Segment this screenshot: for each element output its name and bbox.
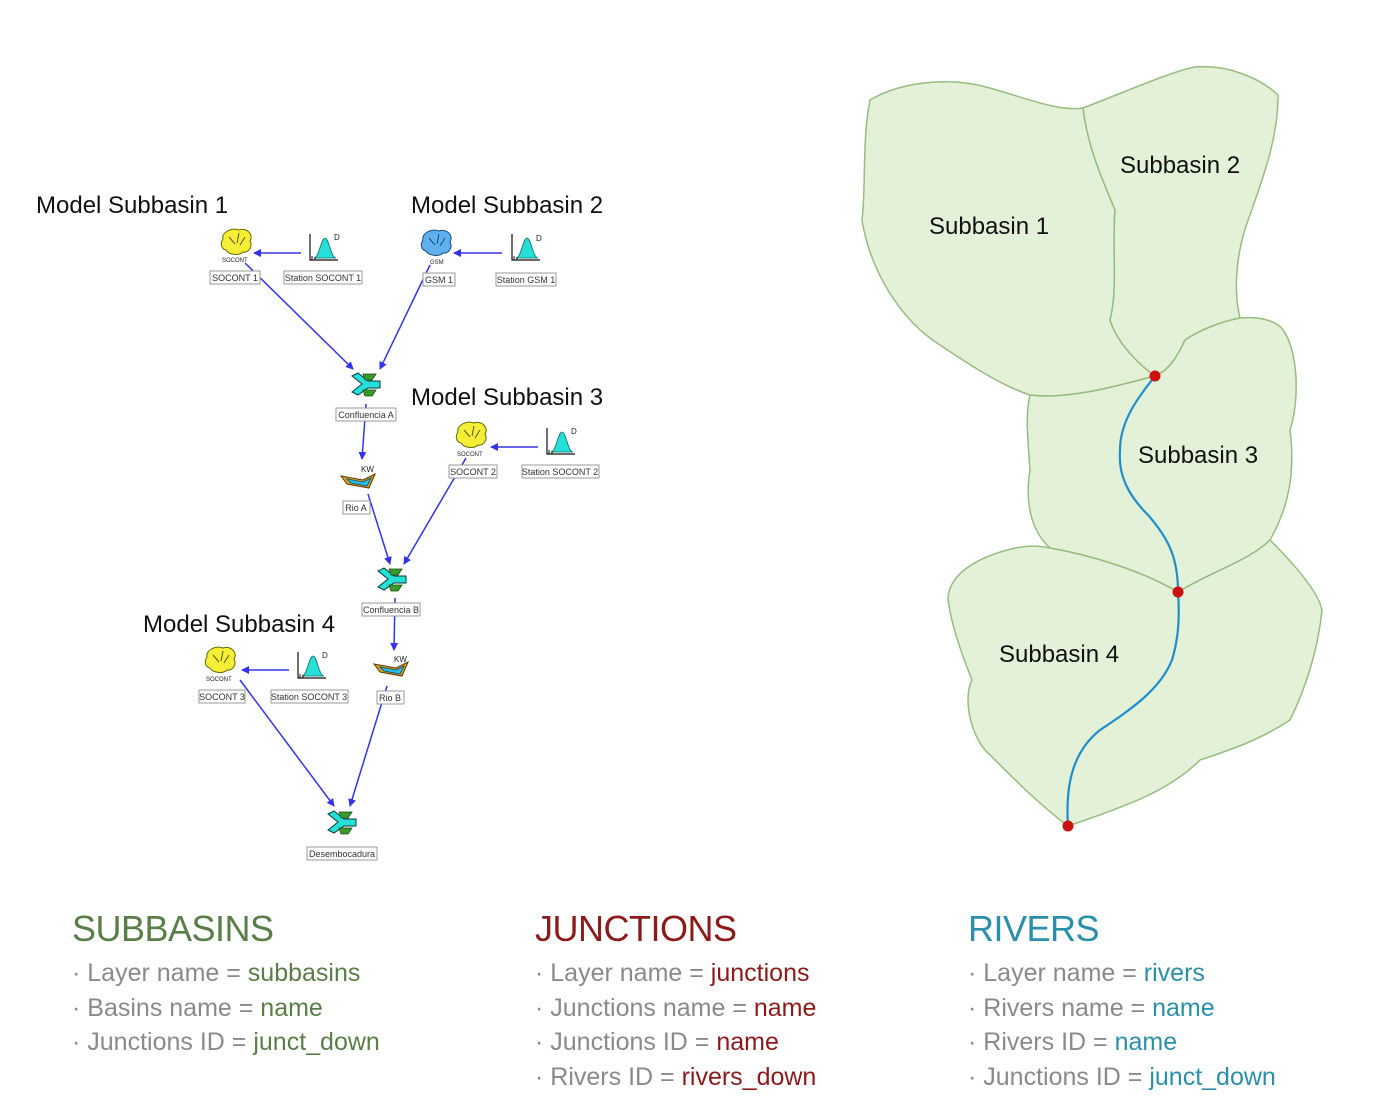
rivers-legend: RIVERS · Layer name = rivers · Rivers na…	[968, 908, 1276, 1094]
river-reach-icon	[373, 661, 409, 677]
kw-label: KW	[394, 655, 407, 664]
legend-key: Junctions ID =	[983, 1062, 1150, 1091]
gsm-1-node[interactable]: GSM GSM 1	[420, 229, 456, 287]
station-socont-3-node[interactable]: D Station SOCONT 3	[270, 651, 349, 704]
legend-row: · Junctions ID = junct_down	[968, 1062, 1276, 1091]
legend-row: · Rivers ID = name	[968, 1028, 1178, 1056]
legend-key: Rivers ID =	[550, 1062, 682, 1091]
junction-point[interactable]	[1062, 820, 1074, 832]
legend-row: · Junctions ID = name	[535, 1028, 779, 1056]
node-label: Confluencia A	[338, 410, 394, 420]
node-label: Station SOCONT 3	[271, 692, 347, 702]
socont-basin-icon	[455, 421, 487, 448]
legend-key: Junctions name =	[550, 993, 754, 1022]
legend-key: Rivers ID =	[983, 1028, 1115, 1056]
node-label: Confluencia B	[363, 605, 419, 615]
legend-key: Rivers name =	[983, 993, 1153, 1022]
subbasin-4-label: Subbasin 4	[999, 641, 1119, 668]
socont-icon-text: SOCONT	[222, 258, 248, 264]
junction-point[interactable]	[1172, 586, 1184, 598]
socont-2-node[interactable]: SOCONT SOCONT 2	[448, 421, 498, 479]
junction-icon	[351, 372, 381, 397]
model-schematic: Model Subbasin 1 Model Subbasin 2 Model …	[36, 192, 603, 861]
confluencia-b-node[interactable]: Confluencia B	[361, 567, 421, 617]
watershed-map: Subbasin 1 Subbasin 2 Subbasin 3 Subbasi…	[861, 65, 1323, 832]
legend-value: name	[753, 993, 817, 1022]
socont-icon-text: SOCONT	[457, 452, 483, 458]
legend-row: · Rivers name = name	[968, 993, 1215, 1022]
legend-key: Junctions ID =	[550, 1028, 717, 1056]
river-reach-icon	[340, 473, 376, 489]
gsm-icon-text: GSM	[430, 260, 444, 266]
legend-value: junct_down	[253, 1028, 380, 1056]
node-label: GSM 1	[425, 275, 453, 285]
junction-icon	[377, 567, 407, 592]
station-socont-2-node[interactable]: D Station SOCONT 2	[521, 427, 600, 479]
socont-basin-icon	[204, 646, 236, 673]
legend-row: · Junctions name = name	[535, 993, 817, 1022]
subbasin-4-polygon[interactable]	[947, 538, 1323, 827]
legend-value: rivers	[1143, 959, 1205, 987]
legend-row: · Basins name = name	[72, 993, 323, 1022]
node-label: SOCONT 2	[450, 467, 496, 477]
model-subbasin-3-label: Model Subbasin 3	[411, 384, 603, 411]
model-subbasin-1-label: Model Subbasin 1	[36, 192, 228, 219]
station-d-label: D	[571, 427, 577, 436]
legend-row: · Rivers ID = rivers_down	[535, 1062, 817, 1091]
legend-value: junctions	[710, 959, 810, 987]
legend-key: Layer name =	[550, 959, 711, 987]
legend-key: Junctions ID =	[87, 1028, 254, 1056]
legend-title: SUBBASINS	[72, 908, 274, 949]
legend-row: · Junctions ID = junct_down	[72, 1028, 380, 1056]
legend-value: rivers_down	[681, 1062, 817, 1091]
station-d-label: D	[536, 234, 542, 243]
legend-value: name	[1152, 993, 1215, 1022]
node-label: Station SOCONT 2	[522, 467, 598, 477]
junctions-legend: JUNCTIONS · Layer name = junctions · Jun…	[535, 908, 816, 1094]
legend-key: Layer name =	[87, 959, 248, 987]
model-subbasin-2-label: Model Subbasin 2	[411, 192, 603, 219]
legend-row: · Layer name = junctions	[535, 959, 810, 987]
node-label: Station SOCONT 1	[285, 273, 361, 283]
legend-row: · Layer name = subbasins	[72, 959, 361, 987]
confluencia-a-node[interactable]: Confluencia A	[335, 372, 397, 422]
socont-3-node[interactable]: SOCONT SOCONT 3	[198, 646, 246, 704]
legend-value: name	[716, 1028, 779, 1056]
rio-a-node[interactable]: KW Rio A	[340, 465, 376, 515]
model-subbasin-4-label: Model Subbasin 4	[143, 611, 335, 638]
station-d-label: D	[322, 651, 328, 660]
subbasin-2-label: Subbasin 2	[1120, 152, 1240, 179]
station-d-label: D	[334, 233, 340, 242]
subbasins-legend: SUBBASINS · Layer name = subbasins · Bas…	[72, 908, 380, 1060]
node-label: SOCONT 3	[199, 692, 245, 702]
socont-icon-text: SOCONT	[206, 677, 232, 683]
node-label: Rio A	[345, 503, 367, 513]
gsm-basin-icon	[420, 229, 452, 256]
legend-row: · Layer name = rivers	[968, 959, 1205, 987]
legend-value: name	[260, 993, 323, 1022]
station-gsm-1-node[interactable]: D Station GSM 1	[495, 233, 557, 287]
legend-value: subbasins	[247, 959, 361, 987]
node-label: SOCONT 1	[212, 273, 258, 283]
subbasin-3-label: Subbasin 3	[1138, 442, 1258, 469]
rio-b-node[interactable]: KW Rio B	[373, 655, 409, 705]
node-label: Desembocadura	[309, 849, 375, 859]
desembocadura-node[interactable]: Desembocadura	[306, 810, 378, 861]
socont-basin-icon	[220, 228, 252, 255]
socont-1-node[interactable]: SOCONT SOCONT 1	[209, 228, 261, 285]
model-connectors	[239, 249, 538, 807]
node-label: Rio B	[379, 693, 401, 703]
legend-key: Layer name =	[983, 959, 1144, 987]
legend-title: RIVERS	[968, 908, 1100, 949]
legend-key: Basins name =	[87, 993, 261, 1022]
station-socont-1-node[interactable]: D Station SOCONT 1	[283, 233, 363, 285]
legend-value: junct_down	[1149, 1062, 1276, 1091]
subbasin-1-label: Subbasin 1	[929, 213, 1049, 240]
legend-title: JUNCTIONS	[535, 908, 737, 949]
node-label: Station GSM 1	[497, 275, 556, 285]
junction-icon	[327, 810, 357, 835]
junction-point[interactable]	[1149, 370, 1161, 382]
legend-value: name	[1114, 1028, 1178, 1056]
kw-label: KW	[361, 465, 374, 474]
